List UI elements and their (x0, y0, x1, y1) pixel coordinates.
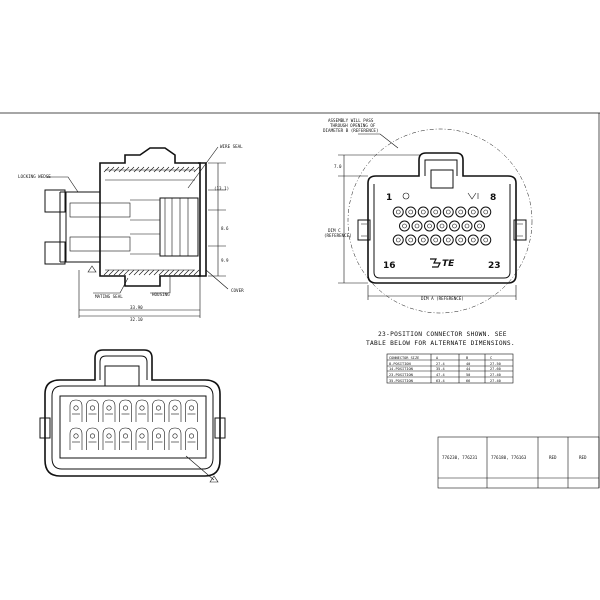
housing-label: HOUSING (152, 292, 170, 297)
table-cell: 23-POSITION (389, 373, 413, 377)
pin-label-16: 16 (383, 261, 396, 271)
table-cell: 27.50 (490, 362, 501, 366)
table-header-cell: A (436, 356, 439, 360)
rear-face-view (39, 349, 226, 483)
pin-cavity (442, 206, 454, 218)
rear-cavity (69, 399, 83, 422)
rear-cavity (86, 399, 99, 422)
pin-cavity (455, 234, 467, 246)
rear-cavity (135, 399, 149, 422)
table-cell: 27.60 (490, 367, 501, 371)
table-cell: 14-POSITION (389, 367, 413, 371)
table-cell: 63.4 (436, 379, 445, 383)
pin-cavity (449, 220, 460, 232)
rear-cavity (152, 427, 165, 450)
pin-cavity (405, 206, 417, 218)
callout-line-1: ASSEMBLY WILL PASS (328, 118, 374, 123)
dim-mid2-label: 9.9 (221, 258, 229, 263)
pin-label-8: 8 (490, 193, 496, 203)
table-cell: 66 (466, 379, 470, 383)
locking-wedge-label: LOCKING WEDGE (18, 174, 51, 179)
table-header-cell: CONNECTOR SIZE (389, 356, 419, 360)
note-line-2: TABLE BELOW FOR ALTERNATE DIMENSIONS. (366, 340, 515, 347)
pin-cavity (399, 220, 410, 232)
te-logo: TE (430, 258, 455, 269)
table-cell: 27.4 (436, 362, 445, 366)
pin-cavity (455, 206, 467, 218)
svg-text:TE: TE (442, 259, 455, 269)
pin-cavity (430, 206, 442, 218)
pin-cavity (392, 206, 404, 218)
table-cell: 35-POSITION (389, 379, 413, 383)
reference-diameter-circle (347, 128, 533, 314)
front-face-view: 1 8 16 23 TE ASSEMBLY WILL PASS THROUGH … (323, 118, 533, 314)
pin-cavity (417, 234, 429, 246)
table-cell: 50 (466, 373, 470, 377)
tb-cell-4: RED (579, 455, 587, 460)
dim-a-label: DIM A (REFERENCE) (421, 296, 464, 301)
pin-cavity (405, 234, 417, 246)
rear-cavity (119, 399, 132, 422)
wire-seal-label: WIRE SEAL (220, 144, 243, 149)
table-cell: 8-POSITION (389, 362, 411, 366)
rear-cavity (102, 427, 116, 450)
pin-label-1: 1 (386, 193, 392, 203)
mating-seal-label: MATING SEAL (95, 294, 123, 299)
section-hatch (103, 166, 200, 276)
pin-cavity (480, 234, 492, 246)
table-cell: 44 (466, 367, 470, 371)
cover-label: COVER (231, 288, 244, 293)
table-header-cell: B (466, 356, 468, 360)
terminal-hatching (69, 169, 195, 271)
pin-grid (392, 206, 492, 246)
pin-cavity (417, 206, 429, 218)
pin-cavity (411, 220, 423, 232)
dim-overall2-label: 32.10 (130, 317, 143, 322)
pin-cavity (467, 206, 479, 218)
dim-mid1-label: 8.6 (221, 226, 229, 231)
pin-cavity (436, 220, 448, 232)
dim-overall1-label: 33.90 (130, 305, 143, 310)
dimension-table: CONNECTOR SIZE A B C 8-POSITION 27.4 40 27.50 14… (386, 353, 514, 384)
rear-cavity (168, 399, 182, 422)
rear-cavity (69, 427, 83, 450)
note-line-1: 23-POSITION CONNECTOR SHOWN. SEE (378, 331, 507, 338)
rear-cavity (168, 427, 182, 450)
rear-cavity (119, 427, 132, 450)
cavity-grid (69, 399, 198, 450)
table-header-cell: C (490, 356, 492, 360)
table-cell: 47.4 (436, 373, 445, 377)
rear-cavity (185, 399, 198, 422)
title-block: 776230, 776231 776180, 776163 RED RED (437, 436, 600, 489)
pin-cavity (424, 220, 435, 232)
rear-cavity (185, 427, 198, 450)
table-cell: 27.40 (490, 373, 501, 377)
table-cell: 35.4 (436, 367, 445, 371)
callout-line-2: THROUGH OPENING OF (330, 123, 376, 128)
pin-cavity (392, 234, 404, 246)
rear-cavity (152, 399, 165, 422)
tb-cell-1: 776230, 776231 (442, 455, 478, 460)
tb-cell-2: 776180, 776163 (491, 455, 527, 460)
dim-c-line-2: (REFERENCE) (324, 233, 352, 238)
pin-label-23: 23 (488, 261, 501, 271)
pin-cavity (430, 234, 442, 246)
dim-c-line-1: DIM C (328, 228, 341, 233)
rear-cavity (86, 427, 99, 450)
dim-top-label: (13.1) (214, 186, 229, 191)
callout-line-3: DIAMETER B (REFERENCE) (323, 128, 378, 133)
rear-cavity (102, 399, 116, 422)
table-cell: 40 (466, 362, 470, 366)
tb-cell-3: RED (549, 455, 557, 460)
side-section-view: LOCKING WEDGE WIRE SEAL MATING SEAL HOUS… (18, 144, 244, 322)
pin-cavity (474, 220, 485, 232)
table-cell: 27.40 (490, 379, 501, 383)
pin-cavity (480, 206, 492, 218)
pin-cavity (467, 234, 479, 246)
pin-cavity (442, 234, 454, 246)
pin-cavity (461, 220, 473, 232)
rear-cavity (135, 427, 149, 450)
dim-top-value: 7.0 (334, 164, 342, 169)
